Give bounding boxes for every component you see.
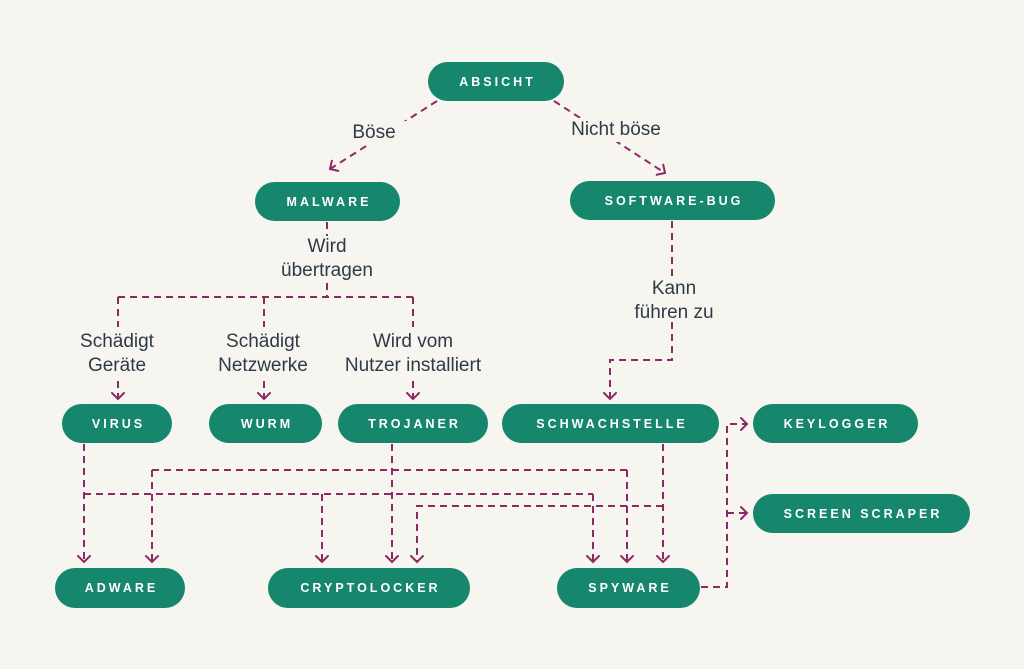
- edge-software-bug-schwachstelle: [603, 322, 673, 401]
- node-cryptolocker: CRYPTOLOCKER: [268, 568, 470, 608]
- node-virus: VIRUS: [62, 404, 172, 443]
- node-adware: ADWARE: [55, 568, 185, 608]
- node-keylogger: KEYLOGGER: [753, 404, 918, 443]
- edge-label-schaedigt-geraete: Schädigt Geräte: [47, 330, 187, 378]
- node-absicht: ABSICHT: [428, 62, 564, 101]
- edge-label-wird-vom-nutzer: Wird vom Nutzer installiert: [323, 330, 503, 378]
- edge-label-line: Geräte: [87, 355, 147, 376]
- edge-label-kann-fuehren-zu: Kann führen zu: [614, 277, 734, 325]
- edge-label-line: übertragen: [281, 260, 373, 281]
- edge-label-line: Schädigt: [226, 331, 300, 352]
- node-spyware: SPYWARE: [557, 568, 700, 608]
- node-trojaner: TROJANER: [338, 404, 488, 443]
- edge-label-schaedigt-netzwerke: Schädigt Netzwerke: [183, 330, 343, 378]
- edge-label-line: Wird vom: [372, 331, 454, 352]
- edge-label-line: Schädigt: [80, 331, 154, 352]
- edge-label-line: Netzwerke: [218, 355, 308, 376]
- node-malware: MALWARE: [255, 182, 400, 221]
- node-schwachstelle: SCHWACHSTELLE: [502, 404, 719, 443]
- edge-label-wird-uebertragen: Wird übertragen: [252, 235, 402, 283]
- edge-spyware-keylogger: [701, 417, 749, 588]
- node-screen-scraper: SCREEN SCRAPER: [753, 494, 970, 533]
- edge-label-line: führen zu: [634, 302, 714, 323]
- node-wurm: WURM: [209, 404, 322, 443]
- edge-label-line: Nutzer installiert: [344, 355, 482, 376]
- edge-label-nicht-boese: Nicht böse: [546, 118, 686, 142]
- node-software-bug: SOFTWARE-BUG: [570, 181, 775, 220]
- edge-label-boese: Böse: [334, 121, 414, 145]
- edge-schwachstelle-cryptolocker: [410, 505, 663, 564]
- edge-label-line: Kann: [651, 278, 697, 299]
- edge-label-line: Wird: [307, 236, 347, 257]
